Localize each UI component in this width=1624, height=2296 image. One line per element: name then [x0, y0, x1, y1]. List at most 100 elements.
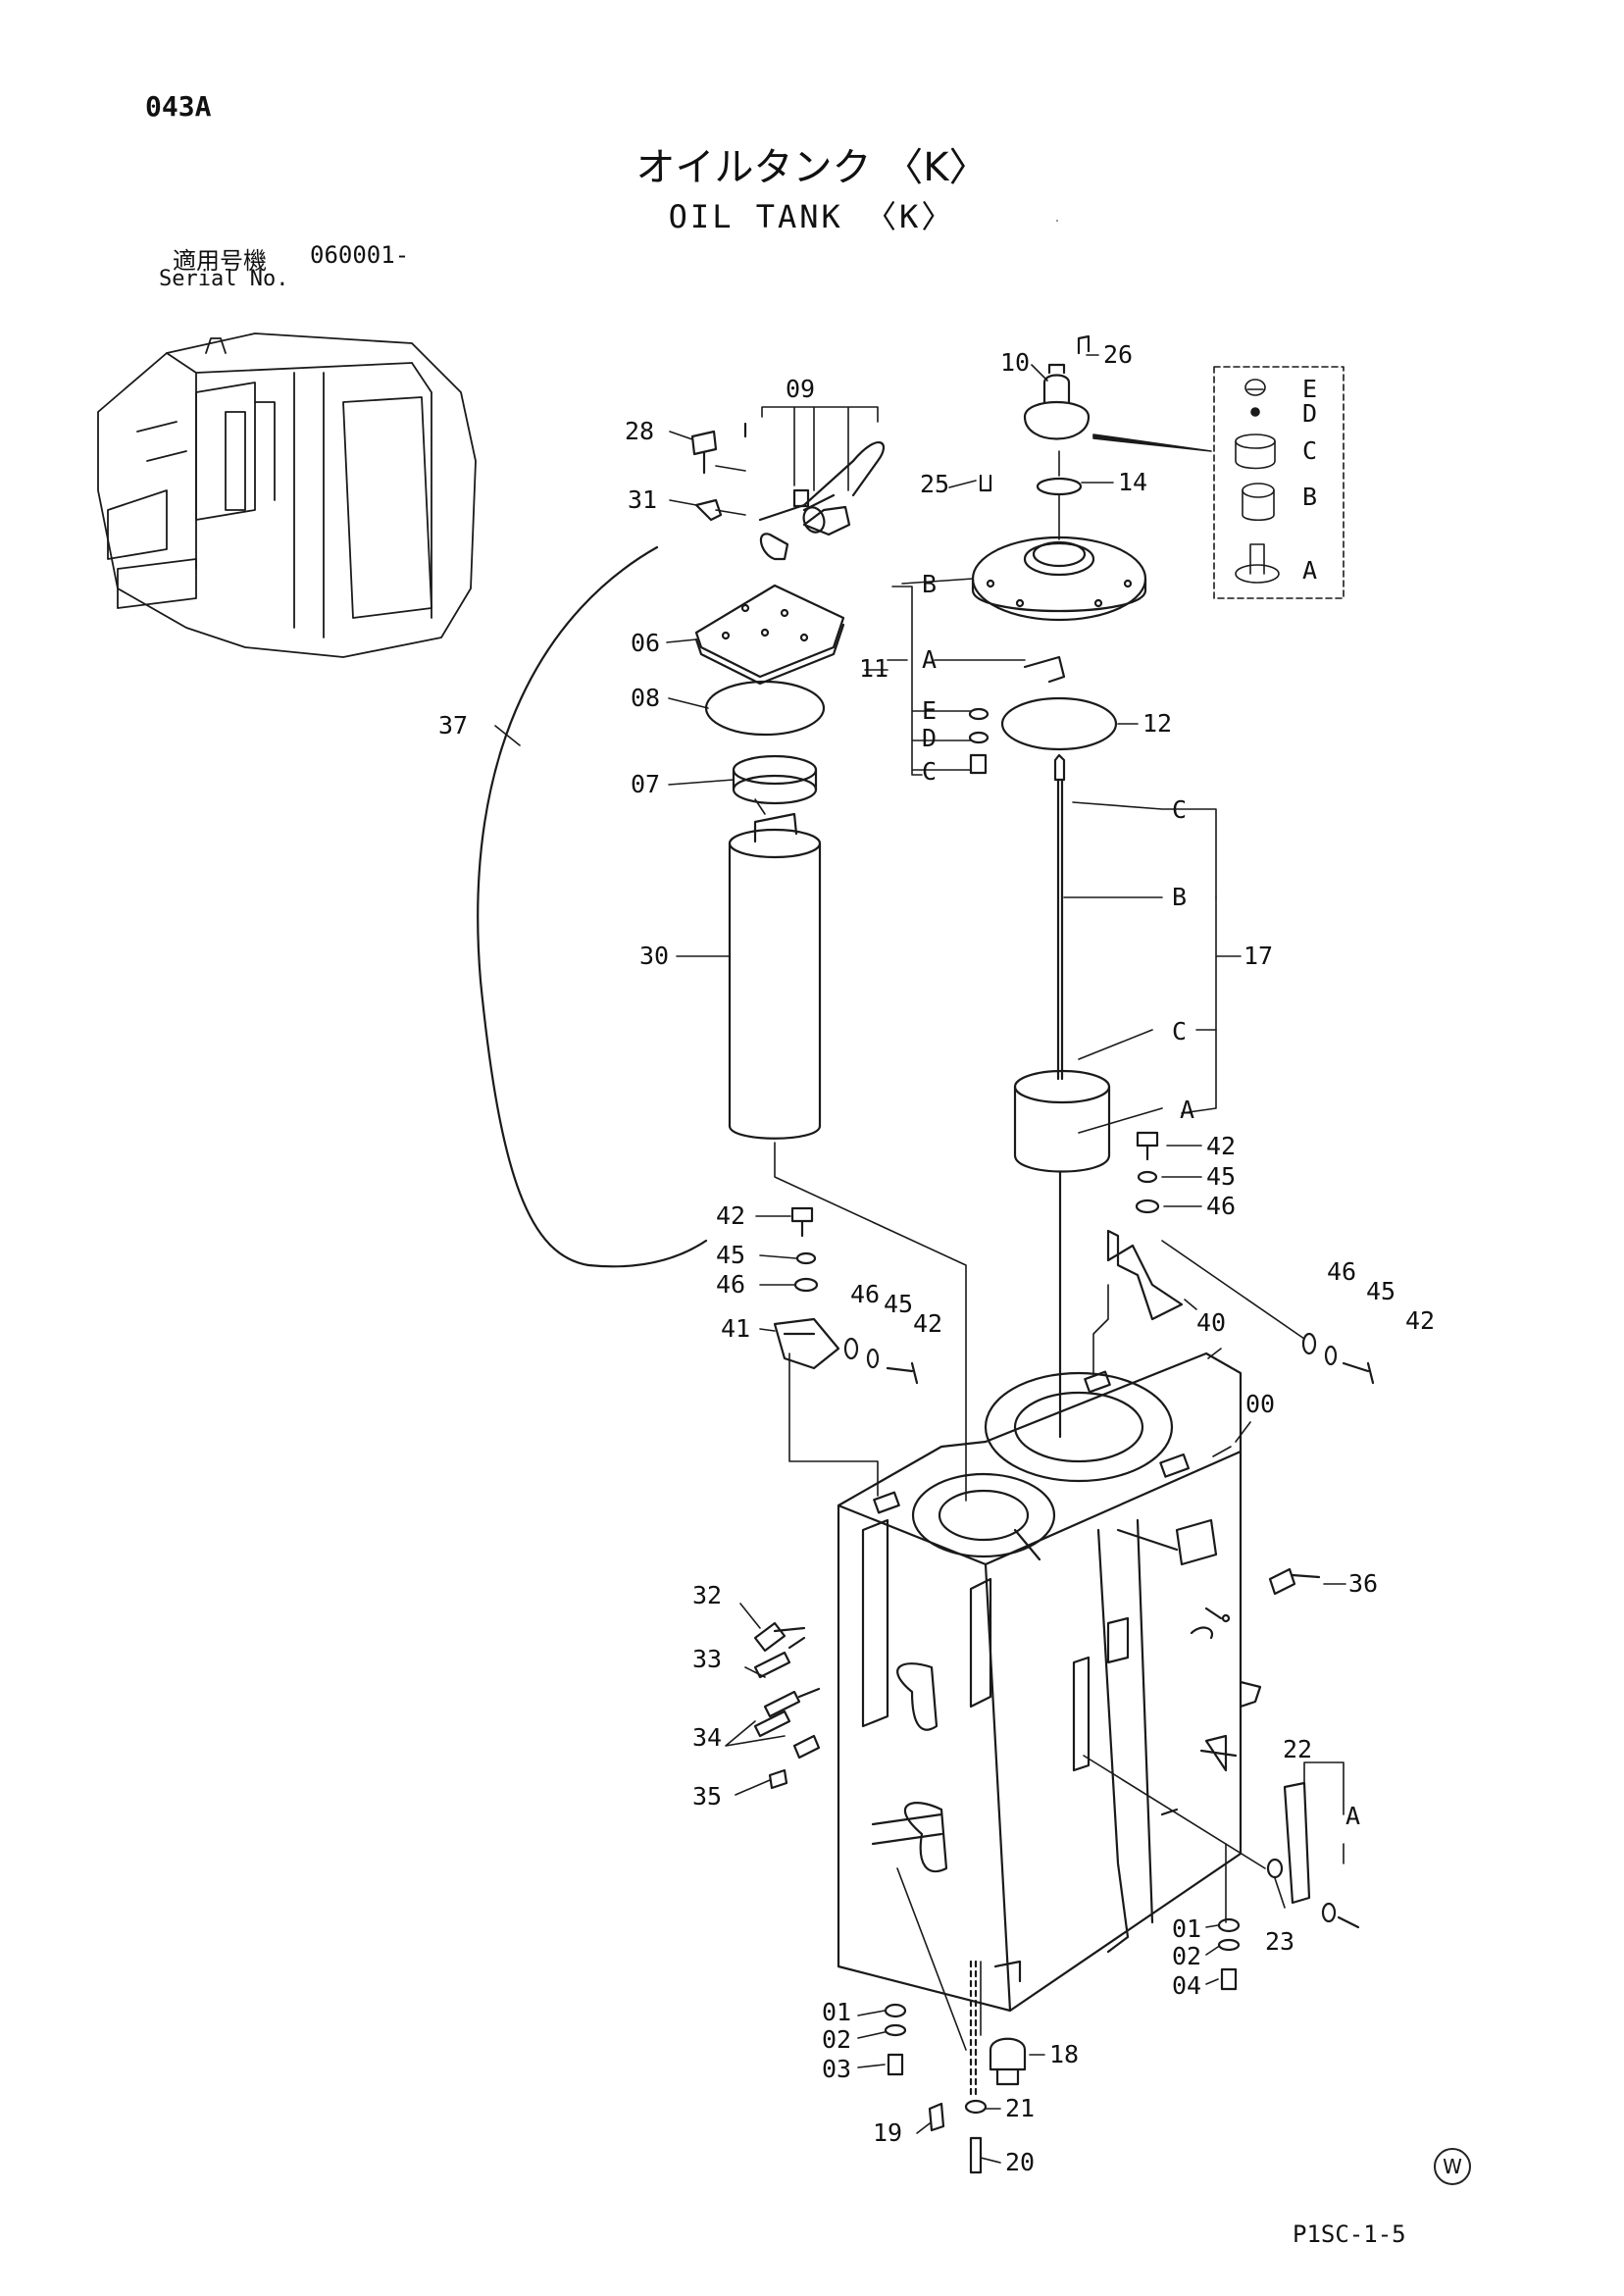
excavator-cab-thumbnail: [97, 332, 477, 658]
bracket-11a: [1023, 655, 1066, 684]
callout-07: 07: [631, 770, 660, 798]
callout-14: 14: [1118, 468, 1147, 496]
sensor-assembly-09: [743, 422, 886, 561]
callout-08: 08: [631, 684, 660, 712]
callout-45-mid: 45: [884, 1290, 913, 1318]
serial-number-value: 060001-: [310, 241, 410, 269]
callout-34: 34: [692, 1723, 722, 1752]
callout-37: 37: [438, 711, 468, 740]
item17-label-b: B: [1172, 883, 1187, 911]
breather-cover-11: [971, 536, 1147, 622]
serial-label-english: Serial No.: [159, 267, 289, 291]
washer-11d: [968, 731, 990, 744]
callout-23: 23: [1265, 1927, 1294, 1956]
callout-01-right: 01: [1172, 1914, 1201, 1943]
callout-41: 41: [721, 1314, 750, 1343]
callout-12: 12: [1142, 709, 1172, 738]
bolt-28: [690, 430, 718, 475]
callout-02-left: 02: [822, 2025, 851, 2054]
callout-18: 18: [1049, 2040, 1079, 2068]
box-label-c: C: [1302, 436, 1317, 465]
filter-element: [728, 812, 822, 1140]
hose-37: [477, 545, 708, 1268]
drain-hardware: [884, 1917, 1241, 2174]
callout-26: 26: [1103, 340, 1133, 369]
callout-22: 22: [1283, 1735, 1312, 1763]
o-ring-07: [732, 754, 818, 805]
callout-46-top: 46: [1206, 1192, 1236, 1220]
gasket-08: [704, 680, 826, 737]
box-label-d: D: [1302, 399, 1317, 428]
callout-46-left: 46: [716, 1270, 745, 1299]
callout-19: 19: [873, 2118, 902, 2147]
item11-label-e: E: [922, 696, 937, 725]
bolt-11c: [969, 753, 988, 775]
callout-45-right: 45: [1366, 1277, 1396, 1305]
callout-28: 28: [625, 417, 654, 445]
callout-leaders: [494, 354, 1346, 2164]
callout-46-mid: 46: [850, 1280, 880, 1308]
callout-21: 21: [1005, 2094, 1035, 2122]
breather-detail-box: [1092, 366, 1345, 599]
callout-10: 10: [1000, 348, 1030, 377]
item17-label-c-top: C: [1172, 795, 1187, 824]
gasket-14: [1036, 477, 1083, 496]
box-label-b: B: [1302, 483, 1317, 511]
callout-35: 35: [692, 1782, 722, 1811]
callout-labels: 00 01 01 02 02 03 04 06 08 07 09 10 11 1…: [438, 340, 1435, 2176]
page-code: 043A: [145, 90, 212, 123]
strap-22: [1266, 1781, 1360, 1929]
bracket-41: [773, 1317, 840, 1370]
item11-label-c: C: [922, 757, 937, 786]
box-label-a: A: [1302, 556, 1317, 585]
callout-32: 32: [692, 1581, 722, 1609]
callout-02-right: 02: [1172, 1942, 1201, 1970]
callout-11: 11: [859, 654, 888, 683]
screw-26: [1077, 334, 1091, 355]
item17-label-c-bottom: C: [1172, 1017, 1187, 1046]
sub-item-labels: E D C B A B A E D C C B C A A: [922, 375, 1360, 1830]
callout-03: 03: [822, 2055, 851, 2083]
item11-label-b: B: [922, 570, 937, 598]
watermark-mark: W: [1434, 2148, 1471, 2185]
item22-label-a: A: [1345, 1802, 1360, 1830]
bracket-31: [694, 498, 723, 522]
oil-tank-body: [837, 1352, 1262, 2013]
fasteners-42-45-46: [790, 1131, 1375, 1385]
screw-25: [979, 474, 992, 492]
breather-10: [1023, 363, 1091, 440]
item11-label-a: A: [922, 645, 937, 674]
title-english: OIL TANK 〈K〉: [668, 198, 956, 235]
gasket-12: [1000, 696, 1118, 751]
item17-label-a: A: [1180, 1096, 1194, 1124]
callout-30: 30: [639, 942, 669, 970]
callout-40: 40: [1196, 1308, 1226, 1337]
callout-01-left: 01: [822, 1998, 851, 2026]
washer-11e: [968, 707, 990, 721]
title-japanese: オイルタンク 〈K〉: [635, 145, 989, 190]
callout-36: 36: [1348, 1569, 1378, 1598]
box-label-e: E: [1302, 375, 1317, 403]
serial-label-japanese: 適用号機: [173, 247, 267, 275]
callout-33: 33: [692, 1645, 722, 1673]
drain-plug-18: [989, 2037, 1027, 2086]
callout-00: 00: [1245, 1390, 1275, 1418]
callout-20: 20: [1005, 2148, 1035, 2176]
callout-42-mid: 42: [913, 1309, 942, 1338]
callout-42-left: 42: [716, 1201, 745, 1230]
item11-label-d: D: [922, 724, 937, 752]
level-gauge-17: [1013, 753, 1111, 1439]
callout-31: 31: [628, 485, 657, 514]
callout-46-right: 46: [1327, 1257, 1356, 1286]
callout-45-top: 45: [1206, 1162, 1236, 1191]
callout-42-top: 42: [1206, 1132, 1236, 1160]
callout-09: 09: [786, 375, 815, 403]
cover-06: [694, 584, 845, 686]
callout-04: 04: [1172, 1971, 1201, 2000]
callout-06: 06: [631, 629, 660, 657]
callout-25: 25: [920, 470, 949, 498]
callout-42-right: 42: [1405, 1306, 1435, 1335]
callout-45-left: 45: [716, 1241, 745, 1269]
footer-page-code: P1SC-1-5: [1293, 2220, 1406, 2248]
